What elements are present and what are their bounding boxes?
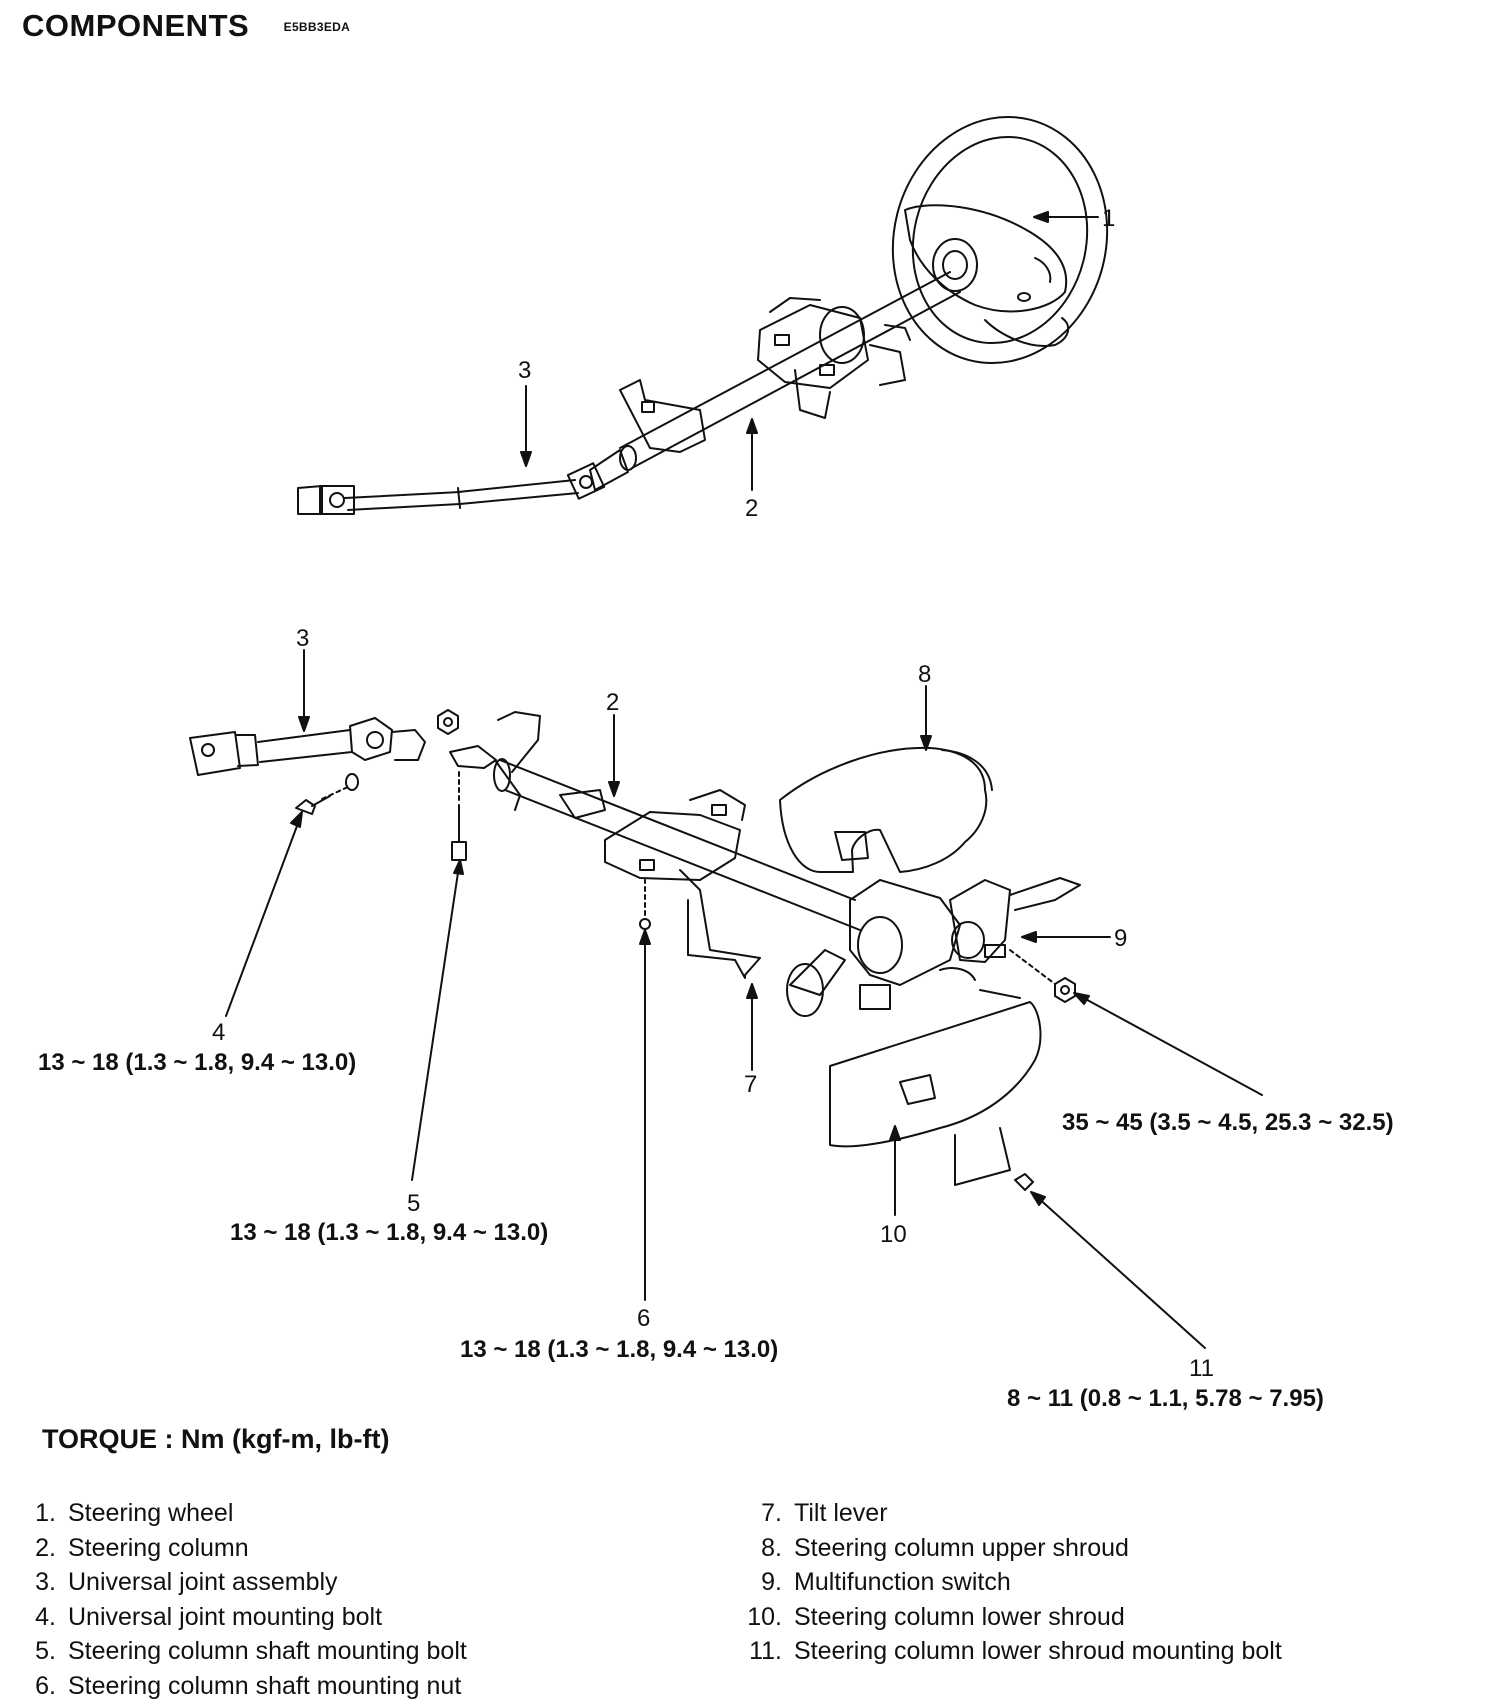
- steering-wheel-drawing: [867, 94, 1133, 386]
- legend-label: Universal joint mounting bolt: [68, 1603, 382, 1631]
- torque-value-nut: 35 ~ 45 (3.5 ~ 4.5, 25.3 ~ 32.5): [1062, 1109, 1394, 1136]
- universal-joint-top-drawing: [298, 450, 628, 514]
- legend-label: Multifunction switch: [794, 1568, 1011, 1596]
- bottom-callout-6: 6: [637, 1305, 650, 1332]
- bottom-callout-9: 9: [1114, 925, 1127, 952]
- legend-number: 6.: [18, 1669, 56, 1703]
- legend-label: Steering column shaft mounting bolt: [68, 1637, 467, 1665]
- torque-value-5: 13 ~ 18 (1.3 ~ 1.8, 9.4 ~ 13.0): [230, 1219, 548, 1246]
- bottom-callout-2: 2: [606, 689, 619, 716]
- legend-label: Steering wheel: [68, 1499, 233, 1527]
- top-callout-3: 3: [518, 357, 531, 384]
- bottom-callout-3: 3: [296, 625, 309, 652]
- legend-label: Steering column lower shroud: [794, 1603, 1125, 1631]
- bottom-callout-11: 11: [1189, 1355, 1214, 1382]
- nut-bolt-parts-drawing: [296, 710, 650, 929]
- multifunction-switch-drawing: [787, 878, 1080, 1016]
- legend-item: 2. Steering column: [18, 1531, 467, 1566]
- legend-number: 1.: [18, 1496, 56, 1531]
- torque-value-4: 13 ~ 18 (1.3 ~ 1.8, 9.4 ~ 13.0): [38, 1049, 356, 1076]
- legend-label: Steering column lower shroud mounting bo…: [794, 1637, 1282, 1665]
- legend-item: 4. Universal joint mounting bolt: [18, 1600, 467, 1635]
- legend-item: 1. Steering wheel: [18, 1496, 467, 1531]
- top-callout-1: 1: [1102, 205, 1115, 232]
- legend-number: 4.: [18, 1600, 56, 1635]
- bottom-callout-7: 7: [744, 1071, 757, 1098]
- legend-item: 6. Steering column shaft mounting nut: [18, 1669, 467, 1703]
- torque-unit-heading: TORQUE : Nm (kgf-m, lb-ft): [42, 1424, 389, 1455]
- legend-number: 8.: [730, 1531, 782, 1566]
- legend-number: 3.: [18, 1565, 56, 1600]
- torque-value-6: 13 ~ 18 (1.3 ~ 1.8, 9.4 ~ 13.0): [460, 1336, 778, 1363]
- legend-label: Universal joint assembly: [68, 1568, 338, 1596]
- universal-joint-bottom-drawing: [190, 718, 425, 775]
- legend-label: Steering column shaft mounting nut: [68, 1672, 461, 1700]
- legend-label: Steering column: [68, 1534, 249, 1562]
- bottom-callout-10: 10: [880, 1221, 907, 1248]
- bottom-callout-4: 4: [212, 1019, 225, 1046]
- legend-item: 8. Steering column upper shroud: [730, 1531, 1282, 1566]
- legend-item: 10. Steering column lower shroud: [730, 1600, 1282, 1635]
- bottom-callout-5: 5: [407, 1190, 420, 1217]
- legend-number: 2.: [18, 1531, 56, 1566]
- legend-left: 1. Steering wheel 2. Steering column 3. Uni…: [18, 1496, 467, 1703]
- top-callout-lines: [521, 212, 1098, 490]
- lower-shroud-drawing: [830, 990, 1040, 1185]
- legend-item: 3. Universal joint assembly: [18, 1565, 467, 1600]
- legend-number: 10.: [730, 1600, 782, 1635]
- steering-column-top-drawing: [620, 272, 960, 470]
- legend-right: 7. Tilt lever 8. Steering column upper shr…: [730, 1496, 1282, 1669]
- top-callout-2: 2: [745, 495, 758, 522]
- bottom-callout-8: 8: [918, 661, 931, 688]
- legend-number: 9.: [730, 1565, 782, 1600]
- legend-item: 7. Tilt lever: [730, 1496, 1282, 1531]
- steering-column-bottom-drawing: [450, 712, 860, 978]
- legend-item: 11. Steering column lower shroud mounting…: [730, 1634, 1282, 1669]
- legend-number: 5.: [18, 1634, 56, 1669]
- legend-item: 5. Steering column shaft mounting bolt: [18, 1634, 467, 1669]
- torque-value-11: 8 ~ 11 (0.8 ~ 1.1, 5.78 ~ 7.95): [1007, 1385, 1324, 1412]
- upper-shroud-drawing: [780, 748, 992, 872]
- hex-nut-drawing: [1010, 950, 1075, 1190]
- legend-label: Tilt lever: [794, 1499, 888, 1527]
- legend-number: 11.: [730, 1634, 782, 1669]
- legend-item: 9. Multifunction switch: [730, 1565, 1282, 1600]
- legend-label: Steering column upper shroud: [794, 1534, 1129, 1562]
- legend-number: 7.: [730, 1496, 782, 1531]
